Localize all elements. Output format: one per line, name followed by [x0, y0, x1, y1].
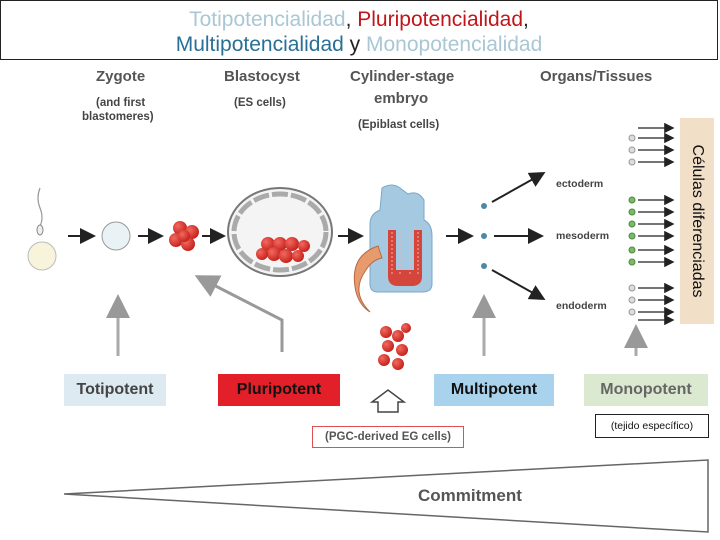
cylinder-sub: (Epiblast cells) [358, 119, 440, 131]
title-multipotencialidad: Multipotencialidad [175, 33, 344, 56]
title-line-1: Totipotencialidad, Pluripotencialidad, [1, 7, 717, 32]
title-line-2: Multipotencialidad y Monopotencialidad [1, 32, 717, 57]
zygote-sub-1: (and first [96, 97, 146, 109]
endo-dot [481, 263, 487, 269]
organ-dots [628, 134, 636, 316]
morula-cluster [169, 221, 199, 251]
ecto-dot [481, 203, 487, 209]
gray-arrow-pluri [194, 275, 284, 352]
title-sep-1: , [345, 8, 358, 31]
tejido-label-box: (tejido específico) [595, 414, 709, 438]
blastocyst [227, 187, 333, 277]
hollow-up-arrow [369, 389, 407, 413]
label-multipotent: Multipotent [434, 374, 554, 406]
side-label-box: Células diferenciadas [680, 118, 714, 324]
organ-arrows [638, 122, 675, 326]
pgc-curved-arrow [353, 245, 383, 313]
blastocyst-sub: (ES cells) [234, 97, 286, 109]
title-monopotencialidad: Monopotencialidad [365, 33, 543, 56]
arrow-ectoderm [491, 172, 546, 203]
sperm-egg [27, 187, 57, 271]
pgc-cells [378, 323, 411, 370]
title-totipotencialidad: Totipotencialidad [189, 8, 346, 31]
cylinder-embryo [369, 184, 433, 293]
side-label: Células diferenciadas [689, 144, 706, 298]
title-box: Totipotencialidad, Pluripotencialidad, M… [0, 0, 718, 60]
title-sep-3: y [343, 33, 366, 56]
label-totipotent: Totipotent [64, 374, 166, 406]
title-sep-2: , [523, 8, 529, 31]
arrow-endoderm [491, 269, 546, 300]
stage-blastocyst: Blastocyst [224, 68, 300, 85]
label-endoderm: endoderm [556, 300, 607, 312]
meso-dot [481, 233, 487, 239]
commitment-label: Commitment [418, 486, 522, 505]
stage-organs: Organs/Tissues [540, 68, 653, 85]
zygote-sub-2: blastomeres) [82, 111, 154, 123]
zygote-cell [101, 221, 131, 251]
stage-cylinder-2: embryo [374, 90, 429, 107]
label-monopotent: Monopotent [584, 374, 708, 406]
label-pluripotent: Pluripotent [218, 374, 340, 406]
pgc-label-box: (PGC-derived EG cells) [312, 426, 464, 448]
label-mesoderm: mesoderm [556, 230, 610, 242]
stage-zygote: Zygote [96, 68, 146, 85]
label-ectoderm: ectoderm [556, 178, 604, 190]
title-pluripotencialidad: Pluripotencialidad [357, 8, 524, 31]
stage-cylinder-1: Cylinder-stage [350, 68, 455, 85]
commitment-wedge [63, 459, 709, 533]
